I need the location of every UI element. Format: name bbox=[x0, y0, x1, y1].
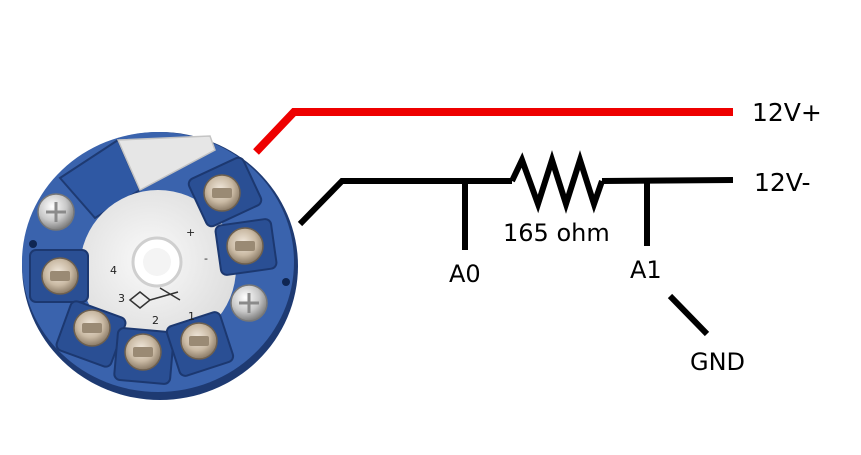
screw-minus bbox=[226, 227, 264, 265]
terminal-label-plus: + bbox=[186, 226, 195, 239]
screw-2 bbox=[124, 333, 162, 371]
center-hole-inner bbox=[143, 248, 171, 276]
label-12v-positive: 12V+ bbox=[752, 98, 822, 127]
negative-wire bbox=[297, 150, 734, 227]
mounting-screw-left bbox=[37, 193, 75, 231]
terminal-label-1: 1 bbox=[188, 310, 195, 323]
terminal-label-3: 3 bbox=[118, 292, 125, 305]
housing-hole-left bbox=[29, 240, 37, 248]
screw-4 bbox=[41, 257, 79, 295]
label-12v-negative: 12V- bbox=[754, 168, 810, 197]
housing-clip-top bbox=[116, 135, 216, 192]
terminal-label-4: 4 bbox=[110, 264, 117, 277]
rtd-symbol bbox=[128, 287, 181, 309]
label-a1: A1 bbox=[630, 256, 662, 284]
ground-line bbox=[667, 293, 710, 337]
positive-wire bbox=[253, 108, 733, 155]
mounting-screw-right bbox=[230, 284, 268, 322]
screw-3 bbox=[73, 309, 111, 347]
screw-terminals bbox=[41, 174, 264, 371]
temperature-transmitter: + - 1 2 3 4 bbox=[22, 132, 298, 400]
resistor-zigzag bbox=[509, 150, 605, 214]
terminal-label-2: 2 bbox=[152, 314, 159, 327]
screw-plus bbox=[203, 174, 241, 212]
terminal-label-minus: - bbox=[204, 252, 208, 265]
housing-hole-right bbox=[282, 278, 290, 286]
label-resistor: 165 ohm bbox=[503, 219, 610, 247]
screw-1 bbox=[180, 322, 218, 360]
label-gnd: GND bbox=[690, 348, 745, 376]
label-a0: A0 bbox=[449, 260, 481, 288]
